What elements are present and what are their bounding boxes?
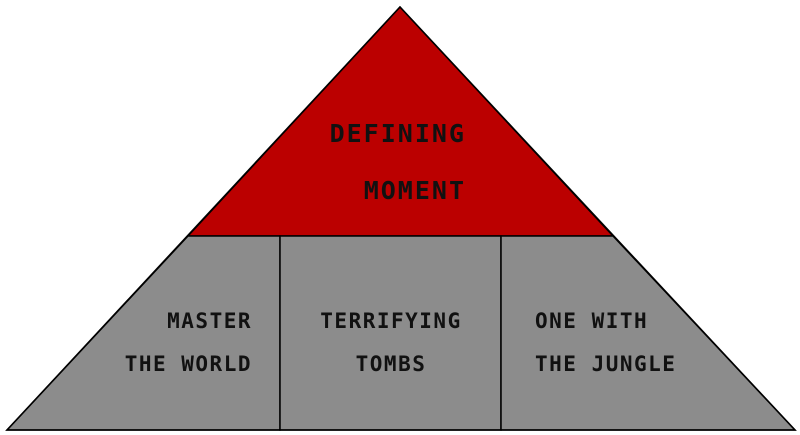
section-right-label-line2: THE JUNGLE: [535, 352, 676, 376]
section-left-label-line1: MASTER: [167, 309, 252, 333]
section-middle-label-line1: TERRIFYING: [320, 309, 461, 333]
pyramid-outline: [5, 5, 797, 431]
top-tier-label-line2: MOMENT: [364, 176, 466, 205]
section-right-label-line1: ONE WITH: [535, 309, 648, 333]
top-tier-label-line1: DEFINING: [330, 119, 466, 148]
bottom-section-right: [500, 235, 797, 431]
bottom-section-middle: [279, 235, 502, 431]
bottom-section-left: [5, 235, 281, 431]
section-middle-label-line2: TOMBS: [356, 352, 427, 376]
section-left-label-line2: THE WORLD: [125, 352, 252, 376]
